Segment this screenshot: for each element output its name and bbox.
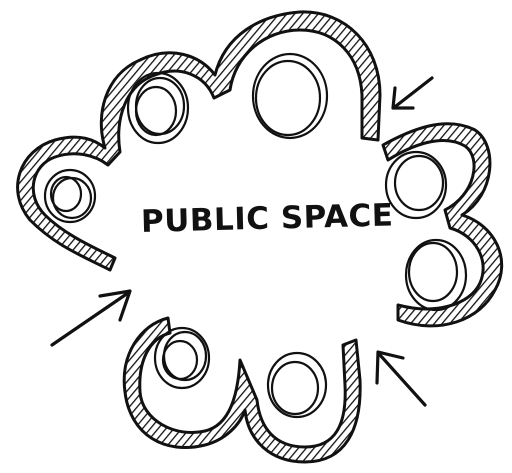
arrow-bottom-right xyxy=(377,352,425,405)
arrow-left xyxy=(52,291,130,345)
seat-circle xyxy=(268,353,326,417)
seat-circle xyxy=(128,73,188,143)
arrow-top-right xyxy=(393,78,432,108)
seat-circle xyxy=(406,240,466,310)
seat-circle xyxy=(45,170,95,222)
seat-circle xyxy=(155,328,209,388)
seat-circle xyxy=(253,54,327,138)
public-space-label: PUBLIC SPACE xyxy=(140,191,401,246)
